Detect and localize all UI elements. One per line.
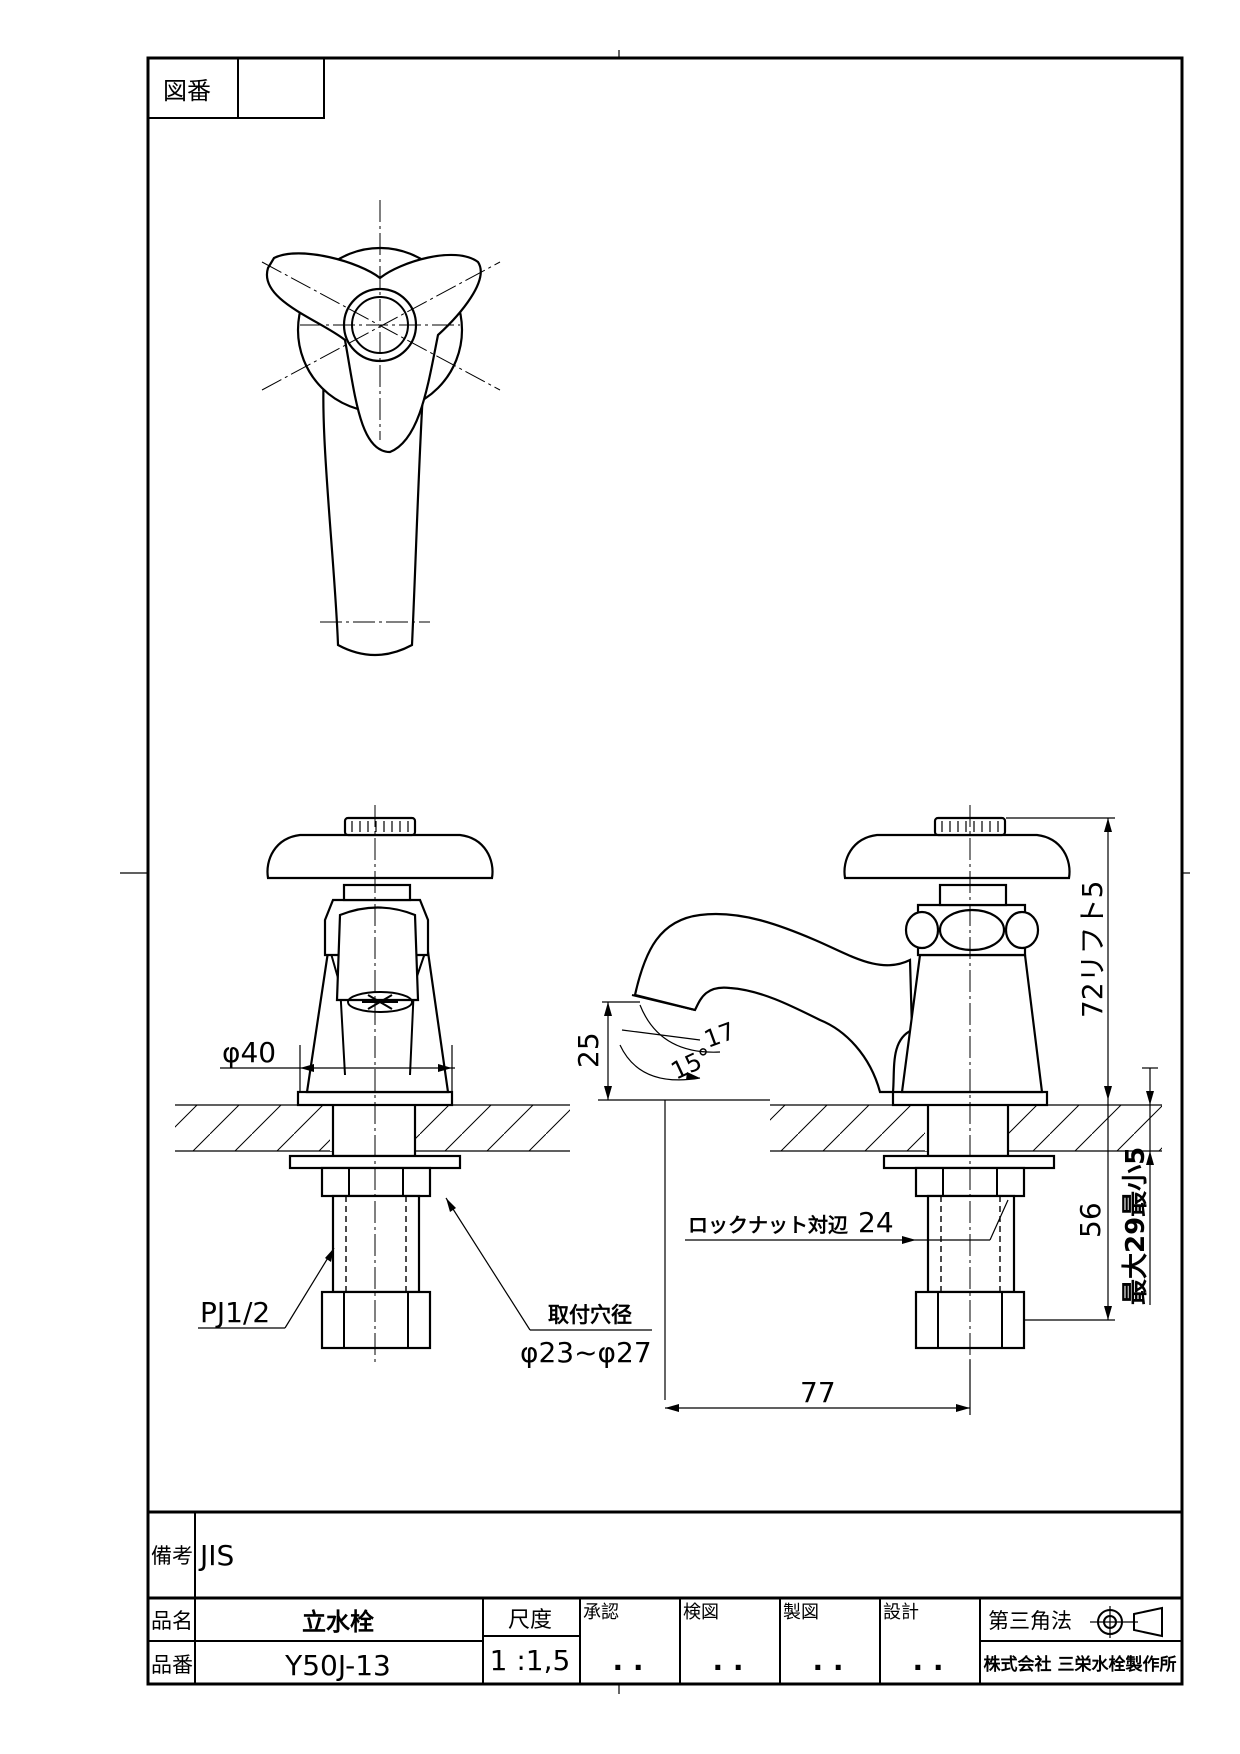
top-view <box>261 200 501 656</box>
dim-pj-text: PJ1/2 <box>200 1296 270 1329</box>
hole-label-text: 取付穴径 <box>548 1303 632 1327</box>
locknut-label-text: ロックナット対辺 <box>688 1213 848 1237</box>
check-label: 検図 <box>683 1602 719 1623</box>
dimension-17-angle <box>619 1004 721 1400</box>
leader-pj <box>198 1247 335 1329</box>
product-no-label: 品番 <box>151 1653 193 1677</box>
scale-label: 尺度 <box>508 1608 552 1633</box>
dimension-72 <box>1006 817 1115 1100</box>
dim-25-text: 25 <box>572 1032 605 1068</box>
hole-value-text: φ23~φ27 <box>520 1336 652 1369</box>
title-block <box>148 1510 1182 1684</box>
locknut-value-text: 24 <box>858 1206 894 1239</box>
dim-56-text: 56 <box>1074 1202 1107 1238</box>
front-view <box>175 805 570 1365</box>
company-name: 株式会社 三栄水栓製作所 <box>984 1654 1177 1675</box>
drawing-frame <box>120 50 1190 1694</box>
remarks-value: JIS <box>198 1539 234 1572</box>
approval-date: . . <box>612 1644 643 1677</box>
dimension-56 <box>1024 1067 1158 1321</box>
third-angle-projection-symbol <box>1090 1606 1163 1638</box>
scale-value: 1 :1,5 <box>490 1644 571 1677</box>
dimension-25 <box>598 1001 770 1101</box>
dimension-locknut <box>685 1199 1009 1244</box>
side-view <box>631 805 1162 1365</box>
dim-max-min-text: 最大29最小5 <box>1121 1147 1151 1305</box>
leader-hole <box>445 1197 652 1331</box>
drawing-no-label: 図番 <box>163 77 211 105</box>
design-label: 設計 <box>883 1602 919 1623</box>
remarks-label: 備考 <box>151 1544 193 1568</box>
product-name-value: 立水栓 <box>302 1608 374 1636</box>
design-date: . . <box>912 1644 943 1677</box>
dim-77-text: 77 <box>800 1376 836 1409</box>
dim-72-text: 72リフト5 <box>1076 881 1109 1018</box>
drafting-date: . . <box>812 1644 843 1677</box>
dim-phi40-text: φ40 <box>222 1036 276 1069</box>
projection-label: 第三角法 <box>988 1609 1072 1633</box>
check-date: . . <box>712 1644 743 1677</box>
product-no-value: Y50J-13 <box>284 1649 391 1682</box>
drafting-label: 製図 <box>783 1602 819 1623</box>
product-name-label: 品名 <box>151 1609 193 1633</box>
approval-label: 承認 <box>583 1602 619 1623</box>
dimension-phi40 <box>220 1045 455 1092</box>
dimension-77 <box>665 1360 971 1415</box>
